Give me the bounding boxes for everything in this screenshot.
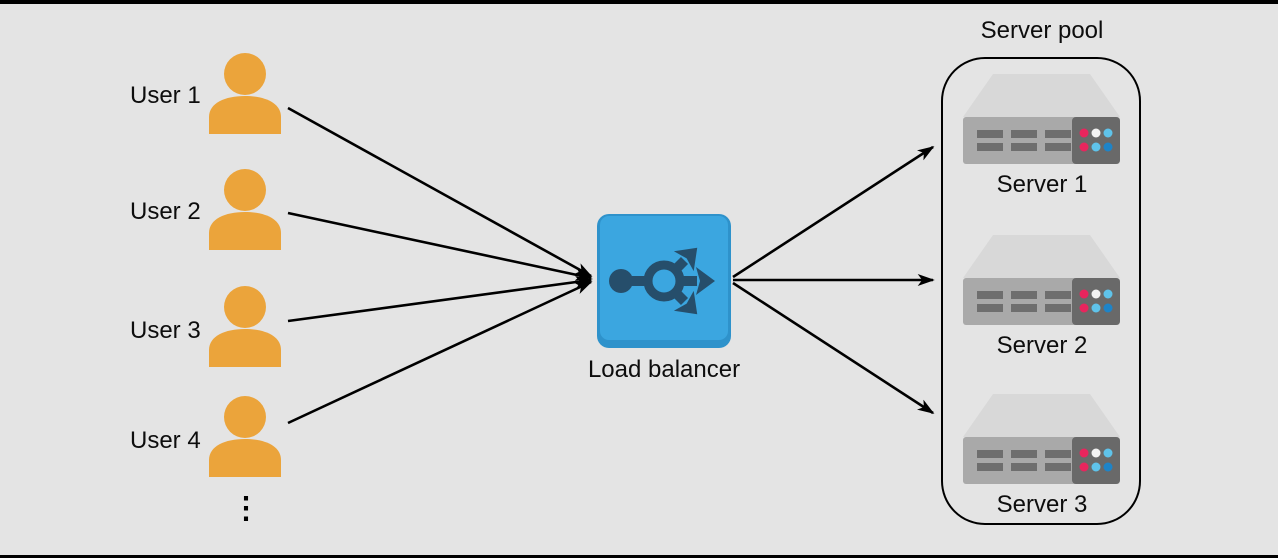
server-3-icon: [963, 394, 1120, 484]
server-pool-title: Server pool: [980, 17, 1104, 44]
branching-arrows-glyph: [609, 247, 715, 315]
load-balancer-label: Load balancer: [587, 356, 741, 383]
window-frame-bottom: [0, 555, 1278, 558]
arrow-user4-to-lb: [287, 280, 593, 425]
user-3-label: User 3: [130, 317, 201, 344]
window-frame-top: [0, 0, 1278, 4]
more-users-ellipsis: ⋮: [231, 492, 261, 525]
server-2-label: Server 2: [996, 332, 1088, 359]
arrow-lb-to-server3: [732, 281, 935, 415]
server-2-icon: [963, 235, 1120, 325]
user-4-icon: [208, 396, 282, 477]
server-3-label: Server 3: [996, 491, 1088, 518]
user-4-label: User 4: [130, 427, 201, 454]
user-2-label: User 2: [130, 198, 201, 225]
arrow-user1-to-lb: [287, 106, 593, 278]
user-1-icon: [208, 53, 282, 134]
user-2-icon: [208, 169, 282, 250]
user-1-label: User 1: [130, 82, 201, 109]
load-balancer-icon: [597, 214, 731, 348]
arrow-lb-to-server1: [732, 145, 935, 279]
server-pool-boundary: [941, 57, 1141, 525]
server-1-icon: [963, 74, 1120, 164]
server-1-label: Server 1: [996, 171, 1088, 198]
arrow-user3-to-lb: [287, 276, 593, 323]
arrow-user2-to-lb: [287, 211, 593, 281]
user-3-icon: [208, 286, 282, 367]
